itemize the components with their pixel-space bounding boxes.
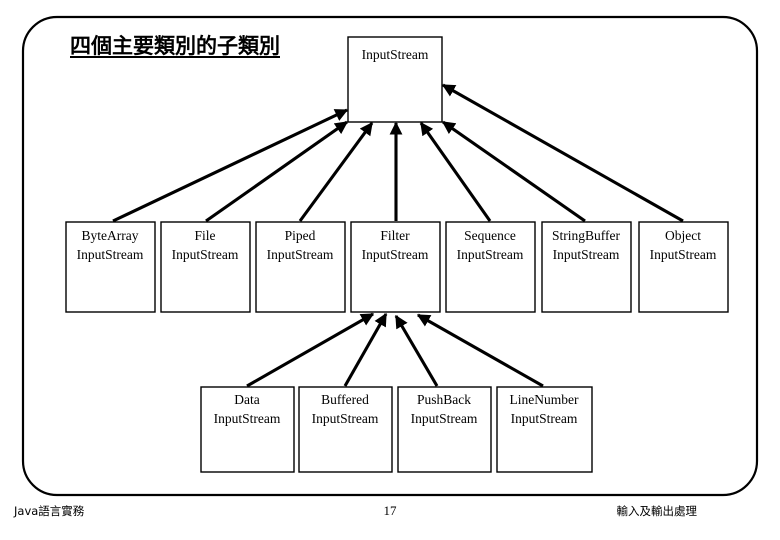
node-stringbuffer-inputstream-label-line2: InputStream (553, 247, 620, 262)
node-buffered-inputstream-label-line1: Buffered (321, 392, 369, 407)
edge-data-to-filter (246, 312, 375, 388)
node-sequence-inputstream[interactable]: Sequence InputStream (445, 221, 536, 313)
node-linenumber-inputstream-label-line1: LineNumber (510, 392, 579, 407)
footer-page-number: 17 (383, 503, 397, 518)
node-sequence-inputstream-label-line2: InputStream (457, 247, 524, 262)
node-pushback-inputstream-label-line1: PushBack (417, 392, 471, 407)
node-buffered-inputstream-box[interactable] (298, 386, 393, 473)
node-bytearray-inputstream-label-line1: ByteArray (82, 228, 139, 243)
edge-piped-to-inputstream (298, 121, 374, 222)
node-linenumber-inputstream[interactable]: LineNumber InputStream (496, 386, 593, 473)
node-filter-inputstream-label-line2: InputStream (362, 247, 429, 262)
node-buffered-inputstream[interactable]: Buffered InputStream (298, 386, 393, 473)
node-object-inputstream[interactable]: Object InputStream (638, 221, 729, 313)
slide-footer: Java語言實務 17 輸入及輸出處理 (0, 503, 780, 525)
node-object-inputstream-label-line2: InputStream (650, 247, 717, 262)
edge-buffered-to-filter (343, 312, 388, 387)
node-data-inputstream[interactable]: Data InputStream (200, 386, 295, 473)
edge-object-to-inputstream (441, 83, 684, 223)
node-buffered-inputstream-label-line2: InputStream (312, 411, 379, 426)
node-piped-inputstream-label-line2: InputStream (267, 247, 334, 262)
node-filter-inputstream[interactable]: Filter InputStream (350, 221, 441, 313)
edge-bytearray-to-inputstream (112, 108, 349, 223)
node-file-inputstream-label-line2: InputStream (172, 247, 239, 262)
node-piped-inputstream-box[interactable] (255, 221, 346, 313)
node-sequence-inputstream-label-line1: Sequence (464, 228, 516, 243)
node-pushback-inputstream[interactable]: PushBack InputStream (397, 386, 492, 473)
node-bytearray-inputstream-label-line2: InputStream (77, 247, 144, 262)
edge-stringbuffer-to-inputstream (441, 120, 586, 223)
node-piped-inputstream-label-line1: Piped (285, 228, 316, 243)
edge-file-to-inputstream (205, 120, 349, 223)
edge-linenumber-to-filter (416, 313, 544, 388)
slide-border (21, 15, 759, 497)
node-linenumber-inputstream-box[interactable] (496, 386, 593, 473)
node-bytearray-inputstream[interactable]: ByteArray InputStream (65, 221, 156, 313)
node-sequence-inputstream-box[interactable] (445, 221, 536, 313)
node-file-inputstream-label-line1: File (194, 228, 215, 243)
node-stringbuffer-inputstream[interactable]: StringBuffer InputStream (541, 221, 632, 313)
node-piped-inputstream[interactable]: Piped InputStream (255, 221, 346, 313)
footer-left-text: Java語言實務 (14, 504, 85, 518)
node-filter-inputstream-box[interactable] (350, 221, 441, 313)
node-stringbuffer-inputstream-label-line1: StringBuffer (552, 228, 620, 243)
node-pushback-inputstream-box[interactable] (397, 386, 492, 473)
footer-right-text: 輸入及輸出處理 (616, 504, 698, 518)
slide-title: 四個主要類別的子類別 (70, 34, 280, 58)
node-linenumber-inputstream-label-line2: InputStream (511, 411, 578, 426)
node-inputstream[interactable]: InputStream (347, 36, 443, 123)
node-data-inputstream-label-line1: Data (234, 392, 259, 407)
node-object-inputstream-box[interactable] (638, 221, 729, 313)
node-stringbuffer-inputstream-box[interactable] (541, 221, 632, 313)
node-data-inputstream-box[interactable] (200, 386, 295, 473)
node-filter-inputstream-label-line1: Filter (380, 228, 410, 243)
node-object-inputstream-label-line1: Object (665, 228, 701, 243)
node-inputstream-box[interactable] (347, 36, 443, 123)
edge-pushback-to-filter (394, 314, 439, 387)
level2-nodes: ByteArray InputStream File InputStream P… (65, 221, 729, 313)
node-pushback-inputstream-label-line2: InputStream (411, 411, 478, 426)
node-inputstream-label-line1: InputStream (362, 47, 429, 62)
node-bytearray-inputstream-box[interactable] (65, 221, 156, 313)
edge-sequence-to-inputstream (419, 121, 492, 222)
node-file-inputstream-box[interactable] (160, 221, 251, 313)
node-file-inputstream[interactable]: File InputStream (160, 221, 251, 313)
node-data-inputstream-label-line2: InputStream (214, 411, 281, 426)
level3-nodes: Data InputStream Buffered InputStream Pu… (200, 386, 593, 473)
edges-to-filter (246, 312, 544, 388)
edges-to-root (112, 83, 684, 223)
